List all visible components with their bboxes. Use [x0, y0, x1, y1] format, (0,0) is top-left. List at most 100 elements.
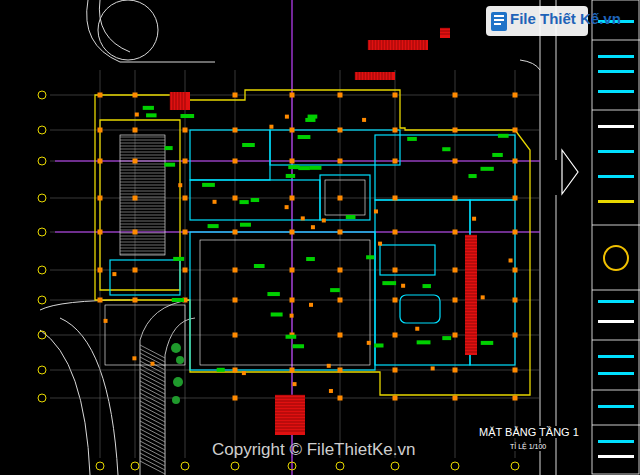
- column: [509, 258, 513, 262]
- stair-tread: [275, 401, 305, 402]
- stair-tread: [413, 40, 414, 50]
- column: [513, 396, 518, 401]
- room-tag: [239, 200, 248, 204]
- room-tag: [481, 341, 493, 345]
- column: [233, 268, 238, 273]
- stair-tread: [120, 221, 165, 222]
- stair-tread: [120, 203, 165, 204]
- stair: [355, 72, 395, 80]
- column: [213, 200, 217, 204]
- column: [290, 159, 295, 164]
- ramp-hatch: [140, 405, 165, 418]
- room-tag: [298, 135, 311, 139]
- stair-tread: [465, 304, 477, 305]
- stair-tread: [275, 419, 305, 420]
- room-tag: [442, 147, 450, 151]
- stair-tread: [465, 325, 477, 326]
- ramp-hatch: [140, 389, 165, 402]
- stair-tread: [465, 268, 477, 269]
- column: [285, 205, 289, 209]
- stair-tread: [465, 253, 477, 254]
- room-tag: [208, 224, 219, 228]
- room-tag: [286, 174, 295, 178]
- stair-tread: [380, 40, 381, 50]
- stair-tread: [120, 149, 165, 150]
- stair-tread: [465, 235, 477, 236]
- column: [453, 93, 458, 98]
- column: [453, 268, 458, 273]
- stair-tread: [382, 72, 383, 80]
- stair-tread: [120, 209, 165, 210]
- column: [513, 196, 518, 201]
- room-tag: [143, 106, 154, 110]
- stair-tread: [275, 425, 305, 426]
- column: [513, 128, 518, 133]
- column: [453, 396, 458, 401]
- room-tag: [442, 336, 451, 340]
- room-tag: [267, 292, 279, 296]
- room-tag: [382, 281, 396, 285]
- room-tag: [498, 134, 509, 138]
- column: [290, 368, 295, 373]
- stair-tread: [120, 236, 165, 237]
- column: [378, 242, 382, 246]
- stair-tread: [392, 40, 393, 50]
- ramp-hatch: [140, 377, 165, 390]
- stair-tread: [373, 72, 374, 80]
- column: [98, 159, 103, 164]
- stair-tread: [425, 40, 426, 50]
- title-block-text-bar: [598, 90, 634, 93]
- stair-tread: [120, 188, 165, 189]
- column: [133, 196, 138, 201]
- stair-tread: [275, 422, 305, 423]
- grid-bubble: [181, 462, 189, 470]
- column: [453, 196, 458, 201]
- title-block-text-bar: [598, 55, 634, 58]
- stair: [440, 28, 450, 38]
- stair-tread: [465, 271, 477, 272]
- stair-tread: [465, 277, 477, 278]
- room-tag: [374, 343, 383, 347]
- stair-tread: [120, 248, 165, 249]
- stair-tread: [120, 137, 165, 138]
- column: [374, 209, 378, 213]
- column: [301, 216, 305, 220]
- ramp-hatch: [140, 417, 165, 430]
- column: [133, 93, 138, 98]
- column: [133, 159, 138, 164]
- stair-tread: [275, 416, 305, 417]
- column: [338, 230, 343, 235]
- room-tag: [271, 312, 283, 316]
- stair-tread: [465, 319, 477, 320]
- stair: [465, 235, 477, 355]
- stair-tread: [120, 191, 165, 192]
- grid-bubble: [336, 462, 344, 470]
- stair-tread: [391, 72, 392, 80]
- column: [338, 396, 343, 401]
- column: [285, 115, 289, 119]
- grid-bubble: [38, 266, 46, 274]
- stair-tread: [120, 161, 165, 162]
- column: [393, 333, 398, 338]
- stair-tread: [465, 241, 477, 242]
- title-block-text-bar: [598, 455, 634, 458]
- column: [453, 230, 458, 235]
- stair-tread: [371, 40, 372, 50]
- column: [338, 159, 343, 164]
- stair-tread: [465, 262, 477, 263]
- ramp-hatch: [140, 461, 165, 474]
- stair-tread: [275, 410, 305, 411]
- stair-tread: [422, 40, 423, 50]
- stair-tread: [404, 40, 405, 50]
- column: [183, 159, 188, 164]
- column: [290, 93, 295, 98]
- column: [98, 298, 103, 303]
- column: [309, 303, 313, 307]
- room-tag: [202, 183, 215, 187]
- stair-tread: [120, 173, 165, 174]
- room-tag: [288, 165, 299, 169]
- column: [133, 298, 138, 303]
- ramp-hatch: [140, 437, 165, 450]
- stair-tread: [385, 72, 386, 80]
- stair-tread: [465, 340, 477, 341]
